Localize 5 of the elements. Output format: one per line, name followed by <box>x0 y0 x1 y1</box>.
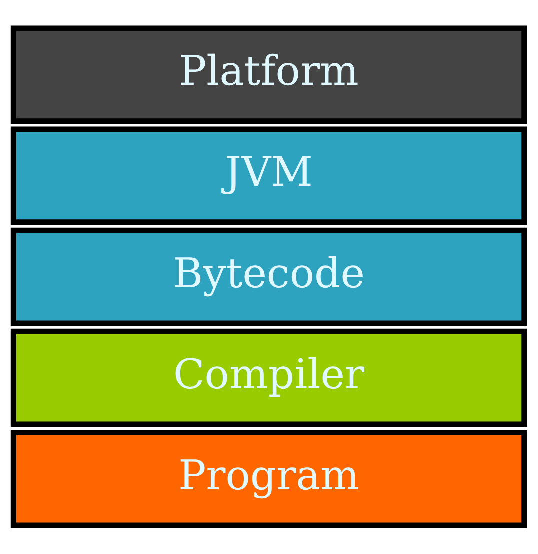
node-box: Platform <box>10 26 528 124</box>
node-box: JVM <box>10 126 528 226</box>
node-box: Compiler <box>10 328 528 428</box>
node-box: Bytecode <box>10 228 528 326</box>
node-box: Program <box>10 430 528 528</box>
